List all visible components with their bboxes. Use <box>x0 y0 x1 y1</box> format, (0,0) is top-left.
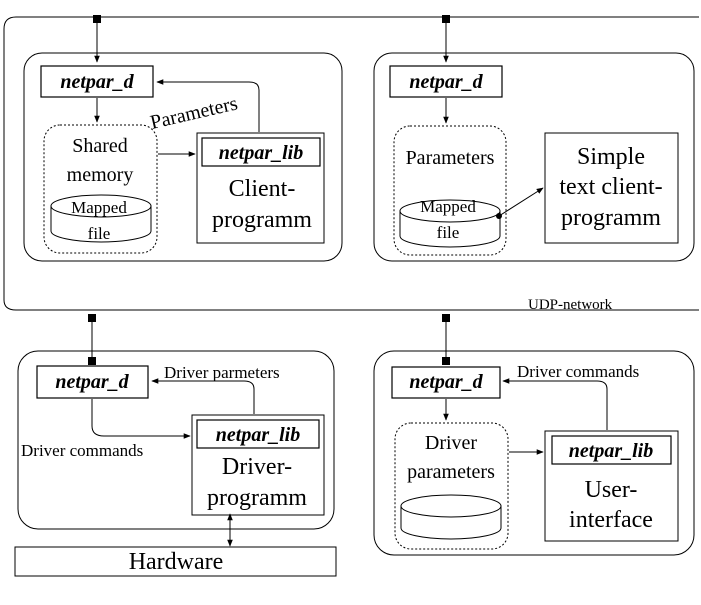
connectors <box>443 378 608 455</box>
mapped-file-label: Mapped <box>71 198 127 217</box>
mapped-file-cylinder: Mapped file <box>399 197 501 248</box>
simple-text-client-label: programm <box>561 205 661 231</box>
user-interface-label: User- <box>585 477 638 503</box>
shared-memory-label: memory <box>67 164 134 186</box>
netpar-lib-label: netpar_lib <box>569 440 653 462</box>
netpar-lib-label: netpar_lib <box>216 424 300 446</box>
netpar-lib-box <box>201 137 321 167</box>
node-frame <box>23 52 343 262</box>
node-top-left: netpar_d Shared memory Mapped file netpa… <box>23 52 343 262</box>
udp-network-label: UDP-network <box>528 297 613 313</box>
hardware-label: Hardware <box>129 549 224 575</box>
netpar-d-box <box>36 365 149 399</box>
file-link-dot <box>496 213 502 219</box>
network-junctions <box>88 15 450 365</box>
netpar-lib-label: netpar_lib <box>219 142 303 164</box>
connectors <box>91 378 255 439</box>
node-bottom-right: netpar_d Driver parameters netpar_lib Us… <box>373 350 695 556</box>
driver-commands-edge-label: Driver commands <box>517 362 639 381</box>
node-frame <box>17 350 335 530</box>
parameters-store <box>393 125 507 256</box>
mapped-file-label: file <box>88 224 111 243</box>
storage-cylinder <box>400 494 502 540</box>
driver-parameters-store <box>394 422 509 550</box>
netpar-d-box <box>391 366 501 399</box>
driver-commands-edge-label: Driver commands <box>21 441 143 460</box>
parameters-edge-label: Parameters <box>148 92 240 133</box>
connectors <box>443 98 544 217</box>
network-connectors <box>91 20 449 361</box>
node-top-right: netpar_d Parameters Mapped file Simple t… <box>373 52 695 262</box>
client-program-label: programm <box>212 207 312 233</box>
user-interface-label: interface <box>569 507 653 533</box>
netpar-d-label: netpar_d <box>409 371 483 393</box>
mapped-file-label: Mapped <box>420 197 476 216</box>
driver-program-label: Driver- <box>222 454 292 480</box>
mapped-file-cylinder: Mapped file <box>50 194 152 243</box>
hardware-box <box>14 546 337 577</box>
shared-memory-store <box>43 124 158 254</box>
netpar-d-box <box>40 65 154 98</box>
netpar-d-label: netpar_d <box>55 371 129 393</box>
shared-memory-label: Shared <box>72 135 128 157</box>
netpar-lib-box <box>196 419 320 449</box>
netpar-d-box <box>389 65 503 98</box>
driver-program-label: programm <box>207 485 307 511</box>
udp-network-boundary <box>3 16 699 311</box>
driver-parameters-edge-label: Driver parmeters <box>164 363 280 382</box>
node-bottom-left: netpar_d netpar_lib Driver- programm Dri… <box>17 350 335 530</box>
node-frame <box>373 350 695 556</box>
parameters-label: Parameters <box>406 147 495 169</box>
netpar-d-label: netpar_d <box>60 71 134 93</box>
simple-text-client-box <box>544 132 679 244</box>
driver-parameters-label: parameters <box>407 461 495 483</box>
client-program-label: Client- <box>229 176 296 202</box>
driver-parameters-label: Driver <box>425 432 478 454</box>
netpar-d-label: netpar_d <box>409 71 483 93</box>
simple-text-client-label: Simple <box>577 144 645 170</box>
mapped-file-label: file <box>437 223 460 242</box>
connectors <box>94 79 260 157</box>
node-frame <box>373 52 695 262</box>
simple-text-client-label: text client- <box>559 174 662 200</box>
netpar-lib-box <box>551 435 672 465</box>
